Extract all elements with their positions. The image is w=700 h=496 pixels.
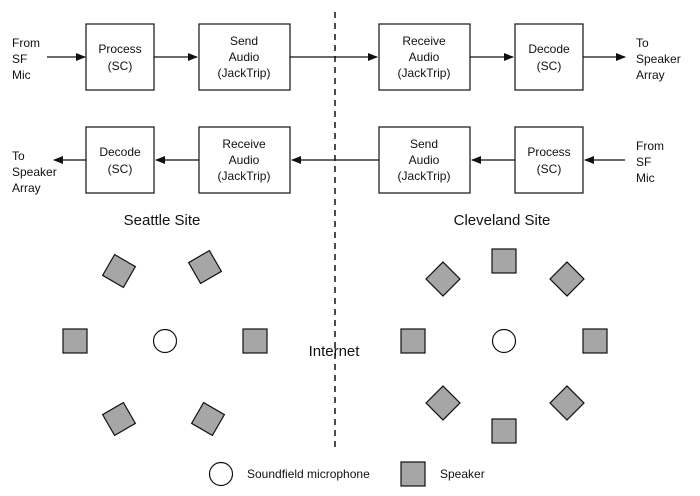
soundfield-microphone-icon — [491, 328, 517, 354]
box-line: Audio — [229, 50, 260, 64]
endpoint-top-left: From SF Mic — [12, 36, 40, 82]
legend-microphone-label: Soundfield microphone — [247, 467, 370, 481]
box-line: Decode — [99, 145, 141, 159]
speaker-icon — [101, 253, 137, 289]
speaker-icon — [582, 328, 608, 354]
speaker-icon — [425, 385, 461, 421]
box-top-receive: Receive Audio (JackTrip) — [378, 23, 471, 91]
box-top-process: Process (SC) — [85, 23, 155, 91]
seattle-site-title: Seattle Site — [124, 212, 201, 229]
endpoint-line: Mic — [12, 68, 31, 82]
legend: Soundfield microphone Speaker — [208, 461, 485, 487]
box-bottom-decode: Decode (SC) — [85, 126, 155, 194]
speaker-icon — [187, 249, 223, 285]
box-line: Process — [98, 42, 141, 56]
endpoint-line: From — [636, 139, 664, 153]
box-line: Send — [410, 137, 438, 151]
box-line: Audio — [409, 153, 440, 167]
box-bottom-receive: Receive Audio (JackTrip) — [198, 126, 291, 194]
endpoint-line: Array — [12, 181, 41, 195]
soundfield-microphone-icon — [152, 328, 178, 354]
box-line: (SC) — [108, 162, 133, 176]
endpoint-bottom-left: To Speaker Array — [12, 149, 57, 195]
endpoint-line: Array — [636, 68, 665, 82]
speaker-icon — [62, 328, 88, 354]
speaker-icon — [491, 418, 517, 444]
internet-label: Internet — [309, 343, 361, 360]
box-bottom-send: Send Audio (JackTrip) — [378, 126, 471, 194]
box-line: Process — [527, 145, 570, 159]
legend-microphone-icon — [208, 461, 234, 487]
box-top-send: Send Audio (JackTrip) — [198, 23, 291, 91]
endpoint-line: Speaker — [12, 165, 57, 179]
endpoint-line: From — [12, 36, 40, 50]
speaker-icon — [101, 401, 137, 437]
box-line: (SC) — [537, 162, 562, 176]
endpoint-bottom-right: From SF Mic — [636, 139, 664, 185]
speaker-icon — [190, 401, 226, 437]
cleveland-layout — [400, 248, 608, 444]
speaker-icon — [549, 261, 585, 297]
speaker-icon — [425, 261, 461, 297]
cleveland-site-title: Cleveland Site — [454, 212, 551, 229]
box-line: Decode — [528, 42, 570, 56]
box-line: Send — [230, 34, 258, 48]
box-line: (JackTrip) — [398, 66, 451, 80]
legend-speaker-icon — [400, 461, 426, 487]
speaker-icon — [242, 328, 268, 354]
endpoint-line: Speaker — [636, 52, 681, 66]
box-line: Audio — [229, 153, 260, 167]
endpoint-line: To — [12, 149, 25, 163]
endpoint-line: To — [636, 36, 649, 50]
box-line: Audio — [409, 50, 440, 64]
speaker-icon — [491, 248, 517, 274]
box-line: Receive — [402, 34, 446, 48]
box-top-decode: Decode (SC) — [514, 23, 584, 91]
endpoint-top-right: To Speaker Array — [636, 36, 681, 82]
box-line: Receive — [222, 137, 266, 151]
box-line: (JackTrip) — [218, 66, 271, 80]
seattle-layout — [62, 249, 268, 437]
endpoint-line: Mic — [636, 171, 655, 185]
endpoint-line: SF — [636, 155, 651, 169]
speaker-icon — [400, 328, 426, 354]
box-line: (JackTrip) — [398, 169, 451, 183]
box-line: (SC) — [108, 59, 133, 73]
box-line: (SC) — [537, 59, 562, 73]
box-bottom-process: Process (SC) — [514, 126, 584, 194]
endpoint-line: SF — [12, 52, 27, 66]
speaker-icon — [549, 385, 585, 421]
box-line: (JackTrip) — [218, 169, 271, 183]
legend-speaker-label: Speaker — [440, 467, 485, 481]
